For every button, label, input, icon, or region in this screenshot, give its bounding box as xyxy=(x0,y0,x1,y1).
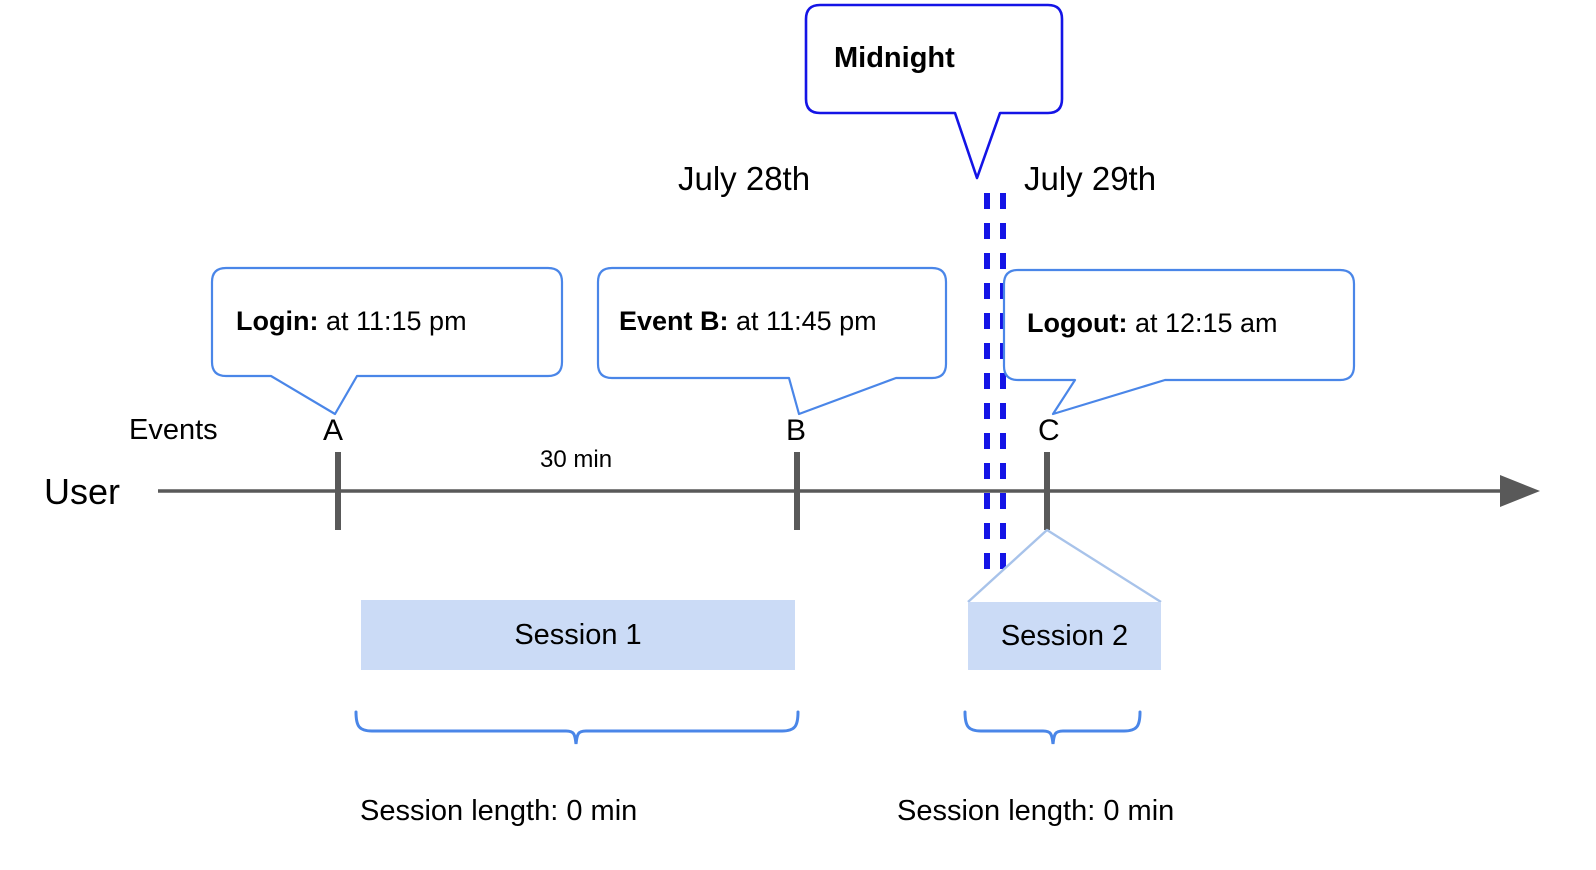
session-2-connector xyxy=(967,528,1162,604)
date-label-july-29: July 29th xyxy=(1024,160,1157,197)
gap-duration-label: 30 min xyxy=(540,446,613,473)
event-letter-a: A xyxy=(323,414,344,447)
session-bar-1: Session 1 xyxy=(361,600,795,670)
login-callout-rest: at 11:15 pm xyxy=(318,306,467,336)
event-b-callout-text: Event B: at 11:45 pm xyxy=(619,308,877,335)
midnight-divider-lines xyxy=(984,193,1006,572)
login-callout-bold: Login: xyxy=(236,306,319,336)
logout-callout-bold: Logout: xyxy=(1027,308,1128,338)
date-label-july-28: July 28th xyxy=(678,160,811,197)
midnight-callout-label: Midnight xyxy=(834,42,955,74)
event-letter-b: B xyxy=(786,414,807,447)
login-callout-shape xyxy=(210,266,564,416)
midnight-callout-shape xyxy=(804,3,1064,180)
logout-callout-text: Logout: at 12:15 am xyxy=(1027,310,1278,337)
event-b-callout-rest: at 11:45 pm xyxy=(728,306,877,336)
logout-callout-rest: at 12:15 am xyxy=(1127,308,1278,338)
row-label-events: Events xyxy=(129,414,218,446)
session-2-brace xyxy=(963,710,1142,745)
event-tick-marks xyxy=(335,452,1050,530)
row-label-user: User xyxy=(44,471,121,512)
session-1-length-label: Session length: 0 min xyxy=(360,795,638,827)
timeline-axis xyxy=(158,475,1540,507)
session-1-brace xyxy=(354,710,800,745)
event-b-callout-bold: Event B: xyxy=(619,306,729,336)
logout-callout-shape xyxy=(1002,268,1356,416)
session-2-length-label: Session length: 0 min xyxy=(897,795,1175,827)
event-b-callout-shape xyxy=(596,266,948,416)
axis-arrowhead xyxy=(1500,475,1540,507)
event-letter-c: C xyxy=(1038,414,1060,447)
login-callout-text: Login: at 11:15 pm xyxy=(236,308,467,335)
session-bar-2: Session 2 xyxy=(968,602,1161,670)
